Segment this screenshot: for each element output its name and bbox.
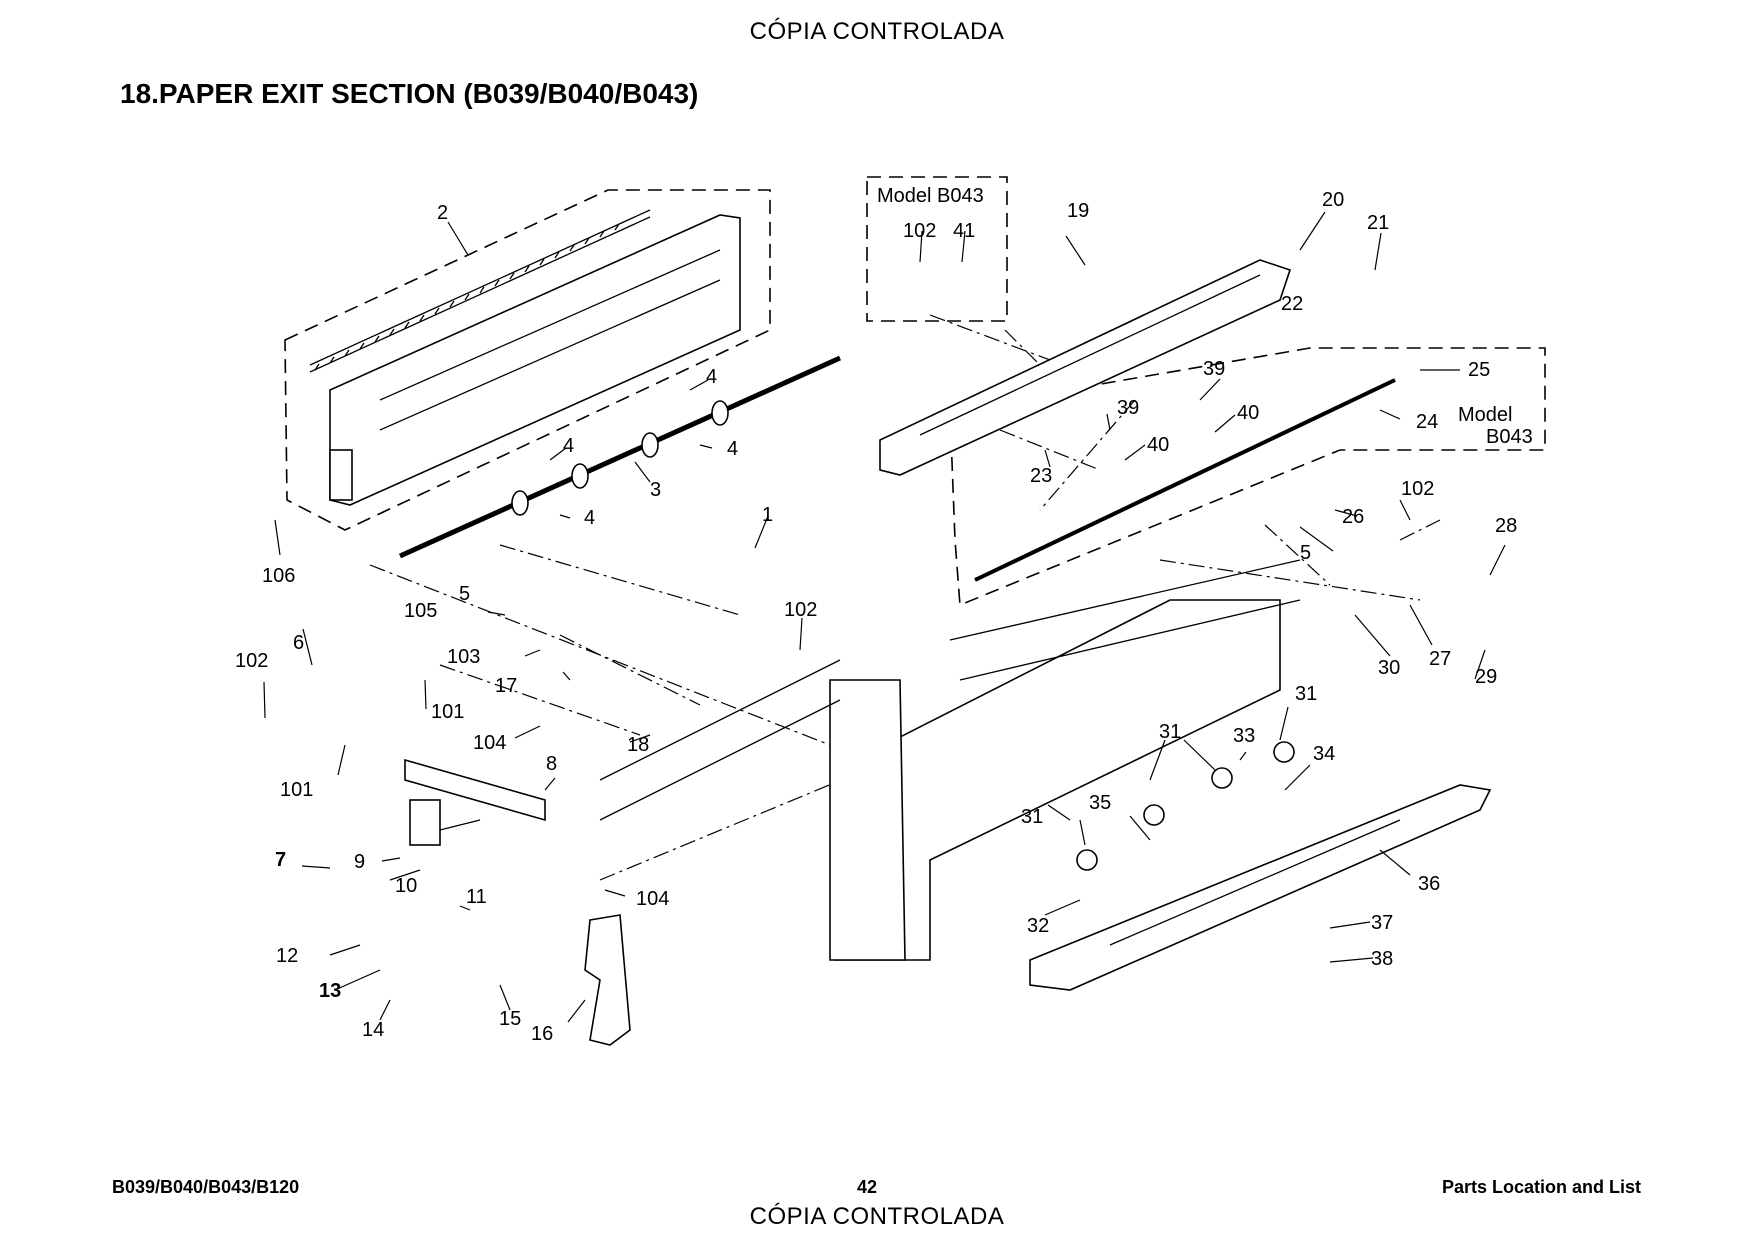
callout-15: 15 [499,1008,521,1030]
callout-36: 36 [1418,873,1440,895]
callout-3: 3 [650,479,661,501]
callout-2: 2 [437,202,448,224]
callout-104-a: 104 [473,732,506,754]
callout-leader-lines [263,211,1506,1023]
model-b043-label-right-line1: Model [1458,404,1512,426]
controlled-copy-watermark-bottom: CÓPIA CONTROLADA [749,1203,1005,1230]
callout-14: 14 [362,1019,384,1041]
callout-33: 33 [1233,725,1255,747]
callout-102-a: 102 [903,220,936,242]
callout-102-d: 102 [235,650,268,672]
cover-group-box [284,189,771,531]
actuator-arm-part [584,914,631,1046]
callout-16: 16 [531,1023,553,1045]
part-callouts: 2 1 3 4 4 4 4 5 5 6 7 8 9 10 11 12 13 14… [235,189,1517,1045]
callout-32: 32 [1027,915,1049,937]
callout-23: 23 [1030,465,1052,487]
callout-17: 17 [495,675,517,697]
callout-40-a: 40 [1237,402,1259,424]
callout-10: 10 [395,875,417,897]
upper-cover-part [309,209,741,506]
callout-106: 106 [262,565,295,587]
main-frame-part [599,559,1301,961]
callout-20: 20 [1322,189,1344,211]
callout-4-c: 4 [727,438,738,460]
callout-39-b: 39 [1117,397,1139,419]
lower-guide-plate-part [1029,784,1492,991]
callout-4-b: 4 [563,435,574,457]
callout-40-b: 40 [1147,434,1169,456]
callout-101-a: 101 [431,701,464,723]
callout-38: 38 [1371,948,1393,970]
callout-27: 27 [1429,648,1451,670]
callout-5-a: 5 [1300,542,1311,564]
callout-29: 29 [1475,666,1497,688]
callout-9: 9 [354,851,365,873]
callout-12: 12 [276,945,298,967]
assembly-alignment-lines [369,314,1441,881]
model-b043-label-right-line2: B043 [1486,426,1533,448]
footer-section-name: Parts Location and List [1441,1177,1641,1197]
callout-19: 19 [1067,200,1089,222]
callout-24: 24 [1416,411,1438,433]
callout-37: 37 [1371,912,1393,934]
callout-13: 13 [319,980,341,1002]
callout-21: 21 [1367,212,1389,234]
callout-104-b: 104 [636,888,669,910]
footer-model-codes: B039/B040/B043/B120 [112,1177,300,1197]
lever-bracket-part [404,758,546,846]
callout-1: 1 [762,504,773,526]
callout-102-b: 102 [1401,478,1434,500]
section-title: 18.PAPER EXIT SECTION (B039/B040/B043) [120,78,699,109]
callout-103: 103 [447,646,480,668]
callout-39-a: 39 [1203,358,1225,380]
callout-105: 105 [404,600,437,622]
feed-rollers-part [1076,741,1295,871]
callout-31-a: 31 [1295,683,1317,705]
callout-102-c: 102 [784,599,817,621]
controlled-copy-watermark-top: CÓPIA CONTROLADA [749,18,1005,45]
callout-31-b: 31 [1159,721,1181,743]
callout-28: 28 [1495,515,1517,537]
callout-34: 34 [1313,743,1335,765]
model-b043-top-box [866,176,1008,322]
callout-7: 7 [275,849,286,871]
callout-26: 26 [1342,506,1364,528]
callout-5-b: 5 [459,583,470,605]
exit-roller-b043-part [974,378,1396,582]
callout-4-a: 4 [706,366,717,388]
callout-4-d: 4 [584,507,595,529]
exit-roller-shaft-part [398,355,842,559]
callout-22: 22 [1281,293,1303,315]
callout-31-c: 31 [1021,806,1043,828]
model-b043-label-top: Model B043 [877,185,984,207]
callout-6: 6 [293,632,304,654]
callout-41: 41 [953,220,975,242]
callout-35: 35 [1089,792,1111,814]
footer-page-number: 42 [856,1177,878,1197]
callout-25: 25 [1468,359,1490,381]
callout-30: 30 [1378,657,1400,679]
callout-11: 11 [466,886,487,908]
callout-18: 18 [627,734,649,756]
callout-8: 8 [546,753,557,775]
exit-roller-group-box [949,347,1546,607]
upper-guide-part [879,259,1292,476]
callout-101-b: 101 [280,779,313,801]
